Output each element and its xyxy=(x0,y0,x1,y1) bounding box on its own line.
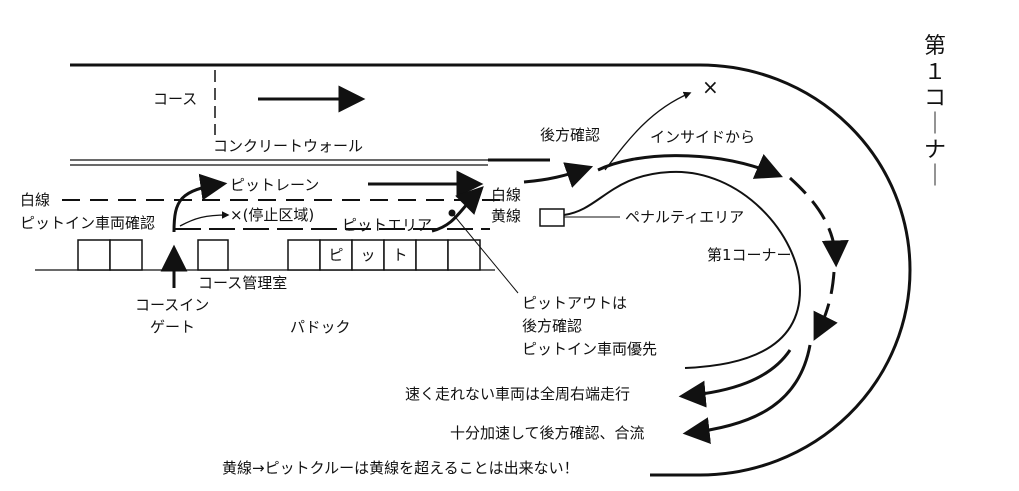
yellow-line-label-right: 黄線 xyxy=(491,207,522,225)
corner-title-char: ｜ xyxy=(923,112,946,137)
x-mark: × xyxy=(702,75,719,99)
penalty-exit-curve xyxy=(563,170,802,369)
course-in-gate-label-1: コースイン xyxy=(135,296,210,314)
pit-box xyxy=(383,239,417,271)
corner-title-char: ナ xyxy=(923,138,946,163)
corner-title-char: １ xyxy=(923,60,946,85)
rear-check-arrow xyxy=(604,91,692,171)
corner-title-char: コ xyxy=(923,86,946,111)
pit-out-note-3: ピットイン車両優先 xyxy=(522,340,658,358)
penalty-area-box xyxy=(539,208,565,227)
pit-box-char: ッ xyxy=(360,246,376,264)
course-control-label: コース管理室 xyxy=(198,274,288,292)
pit-box xyxy=(287,239,321,271)
pit-out-leader xyxy=(451,212,519,294)
pit-box xyxy=(109,239,143,271)
accelerate-merge-note: 十分加速して後方確認、合流 xyxy=(450,424,645,442)
pit-lane-label: ピットレーン xyxy=(230,176,320,194)
corner-dashed-arrow xyxy=(788,176,849,268)
pit-area-label: ピットエリア xyxy=(342,216,433,234)
pit-box xyxy=(351,239,385,271)
yellow-line-note: 黄線→ピットクルーは黄線を超えることは出来ない！ xyxy=(222,459,579,477)
pit-in-check-label: ピットイン車両確認 xyxy=(20,214,156,232)
inside-from-label: インサイドから xyxy=(650,128,756,146)
slow-cars-arrow xyxy=(678,349,792,408)
pit-out-note-1: ピットアウトは xyxy=(522,294,628,312)
corner-title-char: ｜ xyxy=(923,164,946,189)
penalty-area-label: ペナルティエリア xyxy=(625,208,745,226)
stop-zone-arrow xyxy=(179,211,230,227)
first-corner-label: 第1コーナー xyxy=(707,246,792,264)
course-label: コース xyxy=(153,90,198,108)
pit-box xyxy=(77,239,111,271)
merge-arrow xyxy=(682,344,812,445)
corner-title-char: 第 xyxy=(923,34,946,59)
corner-dashed-arrow-2 xyxy=(813,271,838,341)
rear-check-label: 後方確認 xyxy=(540,126,601,144)
pit-in-arrow xyxy=(172,173,228,233)
pit-out-arrow xyxy=(431,186,484,233)
white-line-label-left: 白線 xyxy=(20,191,51,209)
pit-box xyxy=(415,239,449,271)
paddock-label: パドック xyxy=(290,318,351,336)
pit-box-char: ピ xyxy=(328,246,344,264)
pit-box xyxy=(319,239,353,271)
pit-box-char: ト xyxy=(392,246,408,264)
course-in-gate-label-2: ゲート xyxy=(150,318,196,336)
track-outer-edge xyxy=(70,63,912,477)
slow-cars-note: 速く走れない車両は全周右端走行 xyxy=(405,385,631,403)
white-line-label-right: 白線 xyxy=(491,186,522,204)
stop-zone-label: ×(停止区域) xyxy=(230,206,315,224)
exit-arrow xyxy=(523,162,594,188)
inside-merge-arrow xyxy=(597,154,783,179)
course-control-room xyxy=(197,239,229,271)
pit-out-note-2: 後方確認 xyxy=(522,317,583,335)
concrete-wall-label: コンクリートウォール xyxy=(213,137,364,155)
pit-box xyxy=(447,239,481,271)
